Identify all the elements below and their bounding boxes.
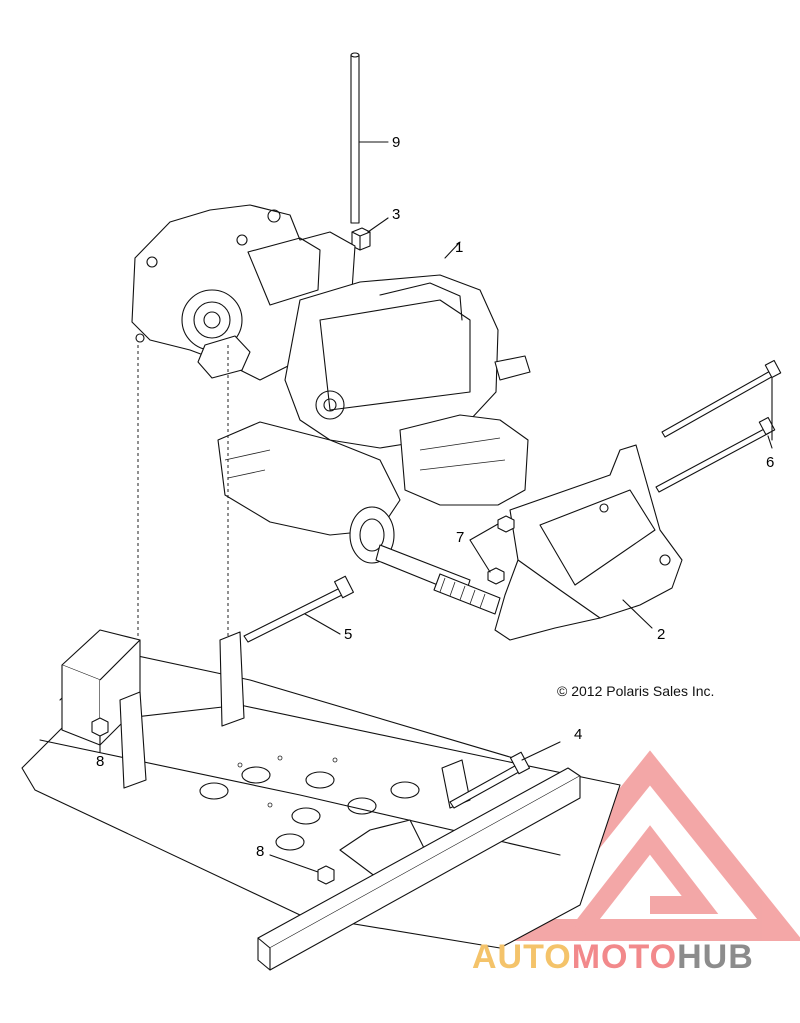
callout-5: 5 [344, 626, 352, 643]
watermark-moto: MOTO [571, 938, 678, 976]
frame-chassis [21, 629, 621, 971]
part-6-bolts [655, 359, 782, 493]
callout-8-bottom: 8 [256, 843, 264, 860]
watermark-auto: AUTO [472, 938, 572, 976]
watermark-hub: HUB [677, 938, 754, 976]
callout-8-left: 8 [96, 753, 104, 770]
alignment-lines [137, 345, 229, 720]
callout-7: 7 [456, 529, 464, 546]
callout-3: 3 [392, 206, 400, 223]
part-8-nuts [91, 717, 335, 885]
callout-9: 9 [392, 134, 400, 151]
copyright-notice: © 2012 Polaris Sales Inc. [557, 683, 715, 699]
part-9-rod [350, 52, 389, 224]
part-7-nuts [469, 515, 515, 585]
part-1-transmission [131, 204, 531, 615]
part-4-bolt [449, 741, 561, 809]
callout-1: 1 [455, 239, 463, 256]
part-5-bolt [243, 575, 354, 643]
callout-4: 4 [574, 726, 582, 743]
callout-2: 2 [657, 626, 665, 643]
callout-6: 6 [766, 454, 774, 471]
watermark-text: AUTOMOTOHUB [472, 938, 754, 977]
part-2-bracket [494, 444, 683, 641]
